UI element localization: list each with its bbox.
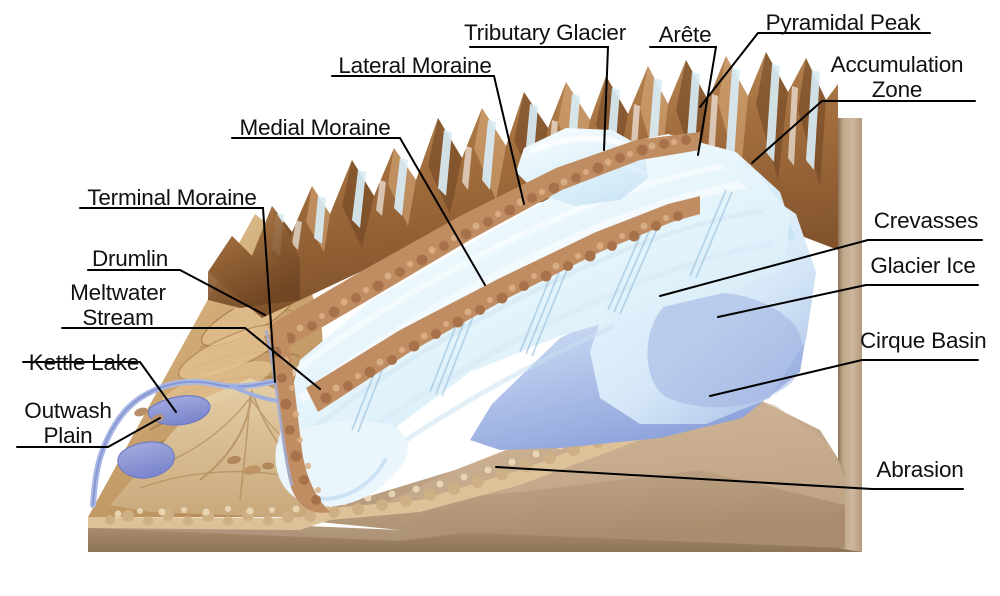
label-terminal-moraine: Terminal Moraine	[87, 185, 257, 210]
leader-medial-moraine	[231, 137, 486, 286]
terminal-moraine	[264, 329, 330, 513]
leader-crevasses	[659, 239, 983, 297]
leader-kettle-lake	[22, 361, 177, 413]
leader-meltwater-stream	[61, 327, 321, 390]
leader-glacier-ice	[717, 284, 979, 318]
label-accumulation-zone: Accumulation Zone	[830, 52, 964, 102]
label-outwash-plain: Outwash Plain	[24, 398, 112, 448]
leader-pyramidal-peak	[699, 32, 931, 108]
medial-moraine	[306, 196, 700, 412]
leader-lateral-moraine	[331, 75, 525, 205]
label-glacier-ice: Glacier Ice	[870, 253, 976, 278]
label-pyramidal-peak: Pyramidal Peak	[765, 10, 921, 35]
leader-outwash-plain	[16, 417, 161, 448]
label-medial-moraine: Medial Moraine	[239, 115, 391, 140]
leader-abrasion	[495, 466, 964, 490]
label-drumlin: Drumlin	[91, 246, 169, 271]
label-cirque-basin: Cirque Basin	[860, 328, 987, 353]
leader-accumulation-zone	[751, 100, 976, 164]
leader-drumlin	[87, 269, 266, 316]
block-right-wall	[838, 118, 862, 552]
glacial-erratics	[134, 407, 274, 475]
label-arete: Arête	[658, 22, 712, 47]
label-tributary-glacier: Tributary Glacier	[463, 20, 627, 45]
leader-tributary-glacier	[469, 46, 610, 151]
label-meltwater-stream: Meltwater Stream	[70, 280, 166, 330]
leader-cirque-basin	[709, 359, 979, 397]
label-kettle-lake: Kettle Lake	[28, 350, 140, 375]
leader-terminal-moraine	[79, 207, 276, 383]
label-crevasses: Crevasses	[873, 208, 979, 233]
label-lateral-moraine: Lateral Moraine	[338, 53, 492, 78]
lateral-moraine	[268, 132, 700, 352]
leader-lines	[16, 32, 983, 490]
label-abrasion: Abrasion	[876, 457, 964, 482]
kettle-lake	[117, 395, 211, 479]
leader-arete	[649, 46, 718, 156]
